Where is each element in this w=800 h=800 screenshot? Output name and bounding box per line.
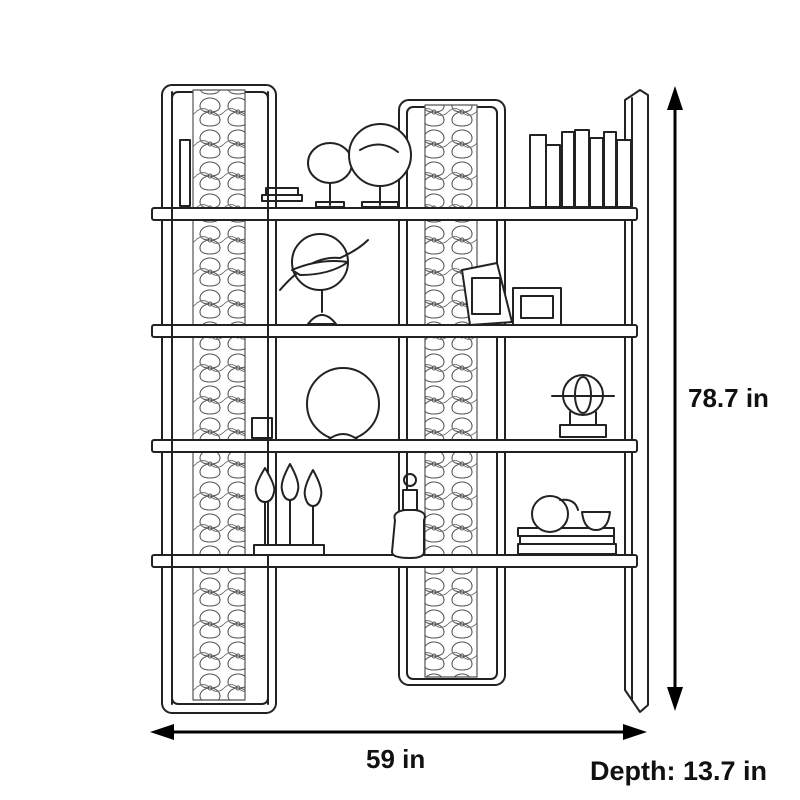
height-label: 78.7 in — [688, 383, 769, 413]
shelf-4 — [151, 554, 638, 568]
shelf-3 — [151, 439, 638, 453]
small-book-stack — [179, 139, 303, 207]
gyroscope-decor — [551, 374, 615, 438]
drop-sculptures-decor — [253, 463, 325, 556]
middle-lattice-panel — [398, 99, 506, 686]
vase-decor — [391, 473, 426, 559]
depth-label: Depth: 13.7 in — [590, 756, 768, 786]
shelves — [151, 207, 638, 568]
shelf-2 — [151, 324, 638, 338]
width-label: 59 in — [366, 744, 426, 774]
picture-frames-decor — [461, 262, 562, 326]
book-row — [529, 129, 632, 208]
height-dimension-arrow — [667, 86, 683, 711]
bowls-decor — [517, 495, 617, 555]
width-dimension-arrow — [150, 724, 647, 740]
globe-bird-decor — [279, 233, 369, 325]
shelf-1 — [151, 207, 638, 221]
bookshelf — [151, 84, 649, 714]
orb-decor — [251, 367, 380, 441]
round-sculptures-decor — [307, 123, 412, 208]
